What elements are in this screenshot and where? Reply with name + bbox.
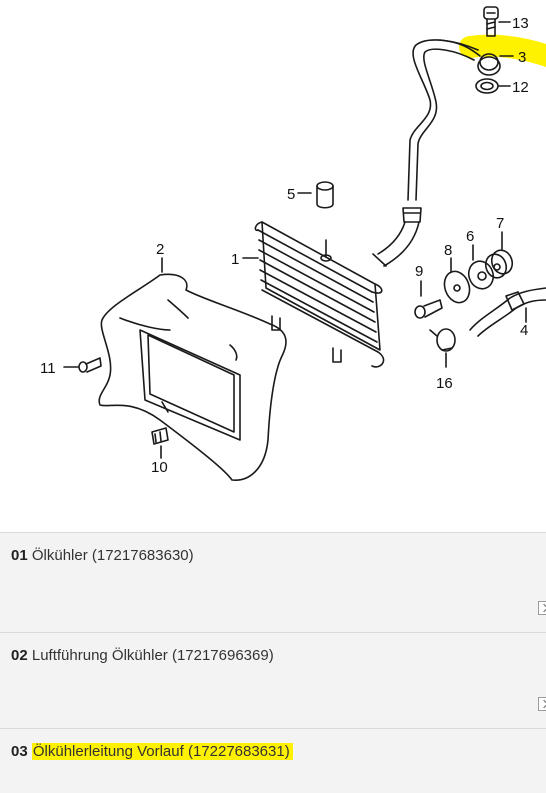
oil-cooler-icon bbox=[254, 221, 385, 368]
part-label: Ölkühler (17217683630) bbox=[31, 547, 194, 564]
callout-1: 1 bbox=[231, 251, 239, 268]
callout-6: 6 bbox=[466, 228, 474, 245]
callout-2: 2 bbox=[156, 241, 164, 258]
exploded-view-drawing: 13 3 12 5 7 6 8 2 1 9 4 11 16 10 bbox=[40, 6, 546, 481]
callout-9: 9 bbox=[415, 263, 423, 280]
expand-icon[interactable] bbox=[538, 697, 546, 711]
callout-3-highlight bbox=[459, 34, 546, 67]
callout-11: 11 bbox=[40, 360, 56, 377]
return-line-icon bbox=[469, 287, 546, 337]
expand-icon[interactable] bbox=[538, 601, 546, 615]
sleeve-5-icon bbox=[316, 181, 334, 209]
grommet-6-icon bbox=[467, 260, 495, 290]
part-row-02[interactable]: 02 Luftführung Ölkühler (17217696369) bbox=[0, 632, 546, 728]
part-line[interactable]: 01 Ölkühler (17217683630) bbox=[11, 547, 194, 564]
parts-diagram: 13 3 12 5 7 6 8 2 1 9 4 11 16 10 bbox=[40, 6, 546, 481]
callout-13: 13 bbox=[512, 15, 529, 32]
part-row-03[interactable]: 03 Ölkühlerleitung Vorlauf (17227683631) bbox=[0, 728, 546, 793]
part-row-01[interactable]: 01 Ölkühler (17217683630) bbox=[0, 532, 546, 632]
callout-16: 16 bbox=[436, 375, 453, 392]
part-number: 01 bbox=[11, 547, 28, 564]
hose-clamp-16-icon bbox=[429, 328, 456, 352]
air-duct-icon bbox=[98, 273, 287, 481]
part-label: Luftführung Ölkühler (17217696369) bbox=[31, 647, 274, 664]
part-label-highlighted: Ölkühlerleitung Vorlauf (17227683631) bbox=[31, 743, 293, 760]
callout-7: 7 bbox=[496, 215, 504, 232]
callout-5: 5 bbox=[287, 186, 295, 203]
bolt-13-icon bbox=[483, 6, 499, 37]
callout-3: 3 bbox=[518, 49, 526, 66]
oil-line-icon bbox=[372, 39, 479, 267]
bushing-7-icon bbox=[484, 249, 514, 279]
screw-9-icon bbox=[414, 299, 443, 319]
part-line[interactable]: 03 Ölkühlerleitung Vorlauf (17227683631) bbox=[11, 743, 293, 760]
part-number: 02 bbox=[11, 647, 28, 664]
screw-11-icon bbox=[78, 357, 102, 373]
callout-8: 8 bbox=[444, 242, 452, 259]
callout-10: 10 bbox=[151, 459, 168, 476]
part-line[interactable]: 02 Luftführung Ölkühler (17217696369) bbox=[11, 647, 274, 664]
part-number: 03 bbox=[11, 743, 28, 760]
callout-4: 4 bbox=[520, 322, 528, 339]
clip-10-icon bbox=[151, 427, 169, 445]
callout-12: 12 bbox=[512, 79, 529, 96]
washer-12-icon bbox=[475, 78, 499, 94]
parts-list: 01 Ölkühler (17217683630) 02 Luftführung… bbox=[0, 532, 546, 793]
